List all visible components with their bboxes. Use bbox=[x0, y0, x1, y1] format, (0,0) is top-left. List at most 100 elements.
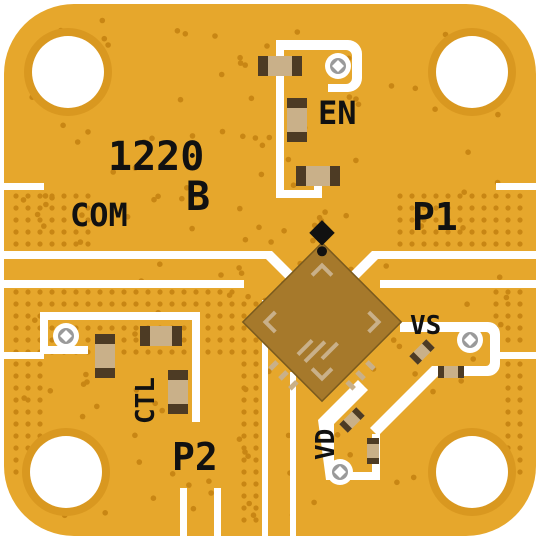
via bbox=[410, 474, 417, 481]
via bbox=[465, 149, 471, 155]
ic-pin-2 bbox=[355, 370, 366, 381]
via bbox=[253, 337, 259, 343]
via bbox=[493, 217, 499, 223]
via bbox=[13, 193, 19, 199]
via bbox=[181, 289, 187, 295]
via bbox=[181, 301, 187, 307]
via bbox=[49, 325, 55, 331]
via bbox=[101, 35, 108, 42]
via bbox=[246, 500, 252, 507]
via bbox=[13, 385, 19, 391]
via bbox=[109, 289, 115, 295]
ic-pad-corner-top bbox=[310, 262, 334, 277]
via bbox=[498, 321, 504, 328]
via bbox=[457, 205, 463, 211]
via bbox=[346, 94, 353, 100]
via bbox=[37, 421, 43, 427]
via bbox=[311, 499, 317, 506]
via bbox=[151, 196, 157, 203]
capacitor-ctl-right bbox=[168, 370, 188, 414]
via bbox=[505, 421, 511, 427]
via bbox=[259, 142, 266, 149]
via bbox=[256, 224, 262, 231]
p2-port-label: P2 bbox=[172, 435, 218, 479]
via bbox=[253, 409, 259, 415]
vd-label: VD bbox=[311, 429, 341, 460]
via bbox=[241, 337, 247, 343]
via bbox=[264, 43, 270, 49]
via bbox=[505, 397, 511, 403]
via bbox=[505, 193, 511, 199]
via bbox=[517, 469, 523, 475]
via bbox=[150, 495, 157, 502]
via bbox=[47, 388, 54, 394]
via bbox=[469, 205, 475, 211]
via bbox=[266, 134, 273, 141]
rf-gap-angle-left bbox=[258, 251, 300, 279]
via bbox=[121, 337, 127, 343]
via bbox=[13, 337, 19, 343]
via bbox=[253, 517, 259, 523]
vd-trace-gap bbox=[318, 380, 380, 480]
via bbox=[517, 313, 523, 319]
via bbox=[432, 106, 438, 112]
via bbox=[25, 313, 31, 319]
via bbox=[505, 229, 511, 235]
via bbox=[49, 205, 55, 211]
via bbox=[61, 241, 67, 247]
via bbox=[37, 217, 43, 223]
via bbox=[238, 270, 245, 277]
via bbox=[13, 457, 19, 463]
resistor-ctl-top bbox=[140, 326, 182, 346]
via bbox=[445, 193, 451, 199]
via bbox=[85, 289, 91, 295]
via bbox=[132, 432, 138, 439]
ic-pin-6 bbox=[288, 379, 299, 391]
via bbox=[481, 193, 487, 199]
via bbox=[241, 313, 247, 319]
via bbox=[290, 182, 297, 188]
ic-pad-corner-left bbox=[262, 310, 277, 334]
via bbox=[248, 95, 255, 102]
via bbox=[205, 349, 211, 355]
via bbox=[310, 237, 316, 244]
via bbox=[517, 217, 523, 223]
via bbox=[505, 373, 511, 379]
via bbox=[25, 373, 31, 379]
part-number-label: 1220 bbox=[108, 134, 204, 180]
via bbox=[74, 139, 81, 145]
via bbox=[496, 274, 503, 281]
via bbox=[503, 294, 510, 301]
via bbox=[25, 385, 31, 391]
ic-pin-5 bbox=[278, 370, 289, 381]
via bbox=[169, 301, 175, 307]
via bbox=[25, 205, 31, 211]
via bbox=[517, 241, 523, 247]
via bbox=[457, 193, 463, 199]
via bbox=[79, 212, 85, 218]
via bbox=[495, 111, 501, 118]
en-trace-gap bbox=[276, 40, 362, 198]
ic-pad-corner-right bbox=[367, 310, 382, 334]
via bbox=[73, 205, 79, 211]
via bbox=[121, 349, 127, 355]
via bbox=[133, 301, 139, 307]
via bbox=[242, 449, 248, 455]
via bbox=[388, 83, 395, 89]
via bbox=[141, 139, 147, 145]
via bbox=[37, 409, 43, 415]
via bbox=[41, 223, 47, 229]
via bbox=[517, 445, 523, 451]
trace-gaps bbox=[4, 40, 536, 540]
via bbox=[145, 349, 151, 355]
via bbox=[85, 217, 91, 223]
edge-stub-left-top bbox=[4, 183, 44, 190]
via bbox=[37, 361, 43, 367]
via bbox=[13, 301, 19, 307]
via bbox=[25, 301, 31, 307]
via bbox=[258, 171, 265, 178]
via bbox=[517, 409, 523, 415]
via bbox=[61, 217, 67, 223]
via bbox=[464, 301, 470, 308]
